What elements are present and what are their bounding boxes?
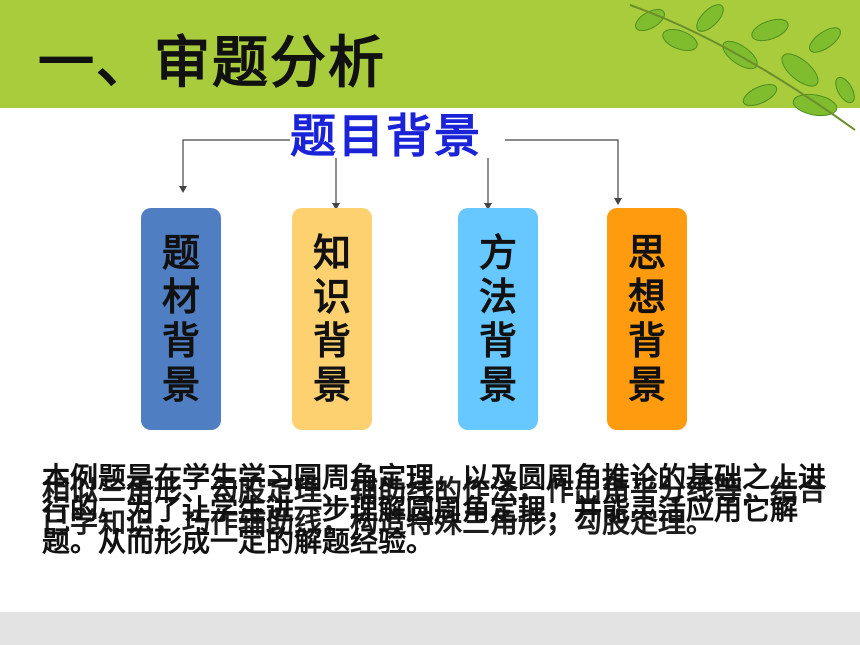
- card-char: 背: [312, 319, 351, 363]
- card-char: 背: [478, 319, 517, 363]
- card-char: 背: [161, 319, 200, 363]
- description-paragraph-2: 相似三角形、勾股定理、辅助线的作法，作出角平分线等，结合已学知识，巧作辅助线，构…: [42, 474, 827, 539]
- card-char: 识: [312, 275, 351, 319]
- card-char: 知: [312, 231, 351, 275]
- card-subject-background: 题 材 背 景: [141, 208, 221, 430]
- card-char: 景: [627, 363, 666, 407]
- card-method-background: 方 法 背 景: [458, 208, 538, 430]
- center-heading: 题目背景: [290, 109, 482, 163]
- card-char: 方: [478, 231, 517, 275]
- connector-arrows: [179, 139, 622, 210]
- card-char: 想: [627, 275, 666, 319]
- page-title: 一、审题分析: [38, 31, 386, 96]
- card-char: 背: [627, 319, 666, 363]
- leaf-decoration-icon: [629, 4, 856, 131]
- footer-bar: [0, 612, 860, 645]
- card-char: 景: [161, 363, 200, 407]
- card-char: 法: [478, 275, 517, 319]
- description-paragraph-1: 本例题是在学生学习圆周角定理，以及圆周角推论的基础之上进行的，为了让学生进一步理…: [42, 461, 827, 558]
- card-char: 景: [312, 363, 351, 407]
- card-char: 题: [161, 231, 200, 275]
- card-thinking-background: 思 想 背 景: [607, 208, 687, 430]
- card-knowledge-background: 知 识 背 景: [292, 208, 372, 430]
- card-char: 材: [161, 275, 200, 319]
- card-char: 景: [478, 363, 517, 407]
- card-char: 思: [627, 231, 666, 275]
